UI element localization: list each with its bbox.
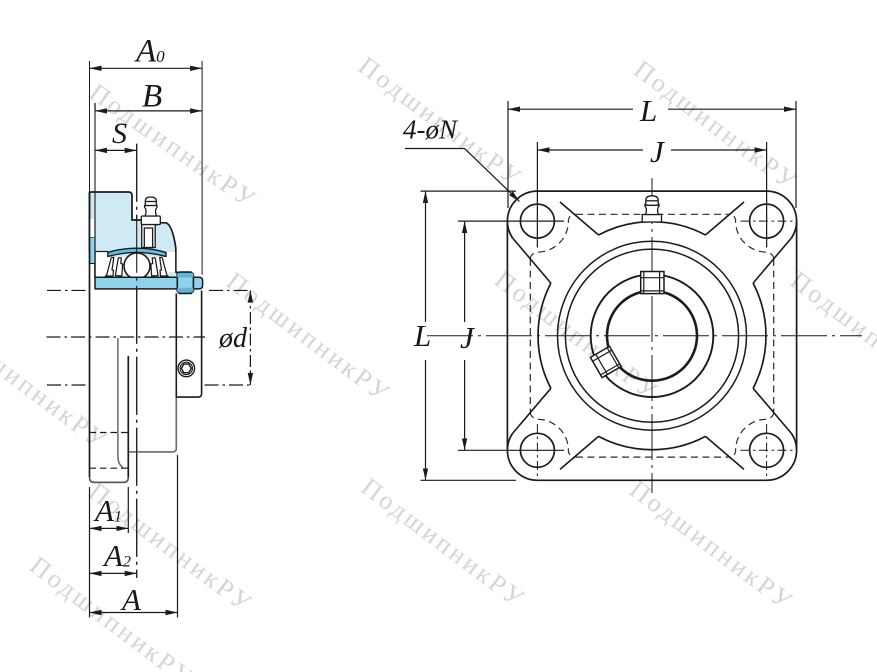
svg-text:4-øN: 4-øN (403, 115, 459, 145)
svg-text:ød: ød (218, 323, 248, 354)
svg-text:L: L (413, 318, 431, 353)
svg-text:S: S (112, 117, 127, 150)
svg-text:J: J (460, 320, 475, 355)
svg-text:J: J (650, 134, 665, 169)
svg-text:L: L (639, 93, 657, 128)
svg-text:A: A (120, 582, 142, 617)
svg-text:B: B (142, 79, 162, 115)
